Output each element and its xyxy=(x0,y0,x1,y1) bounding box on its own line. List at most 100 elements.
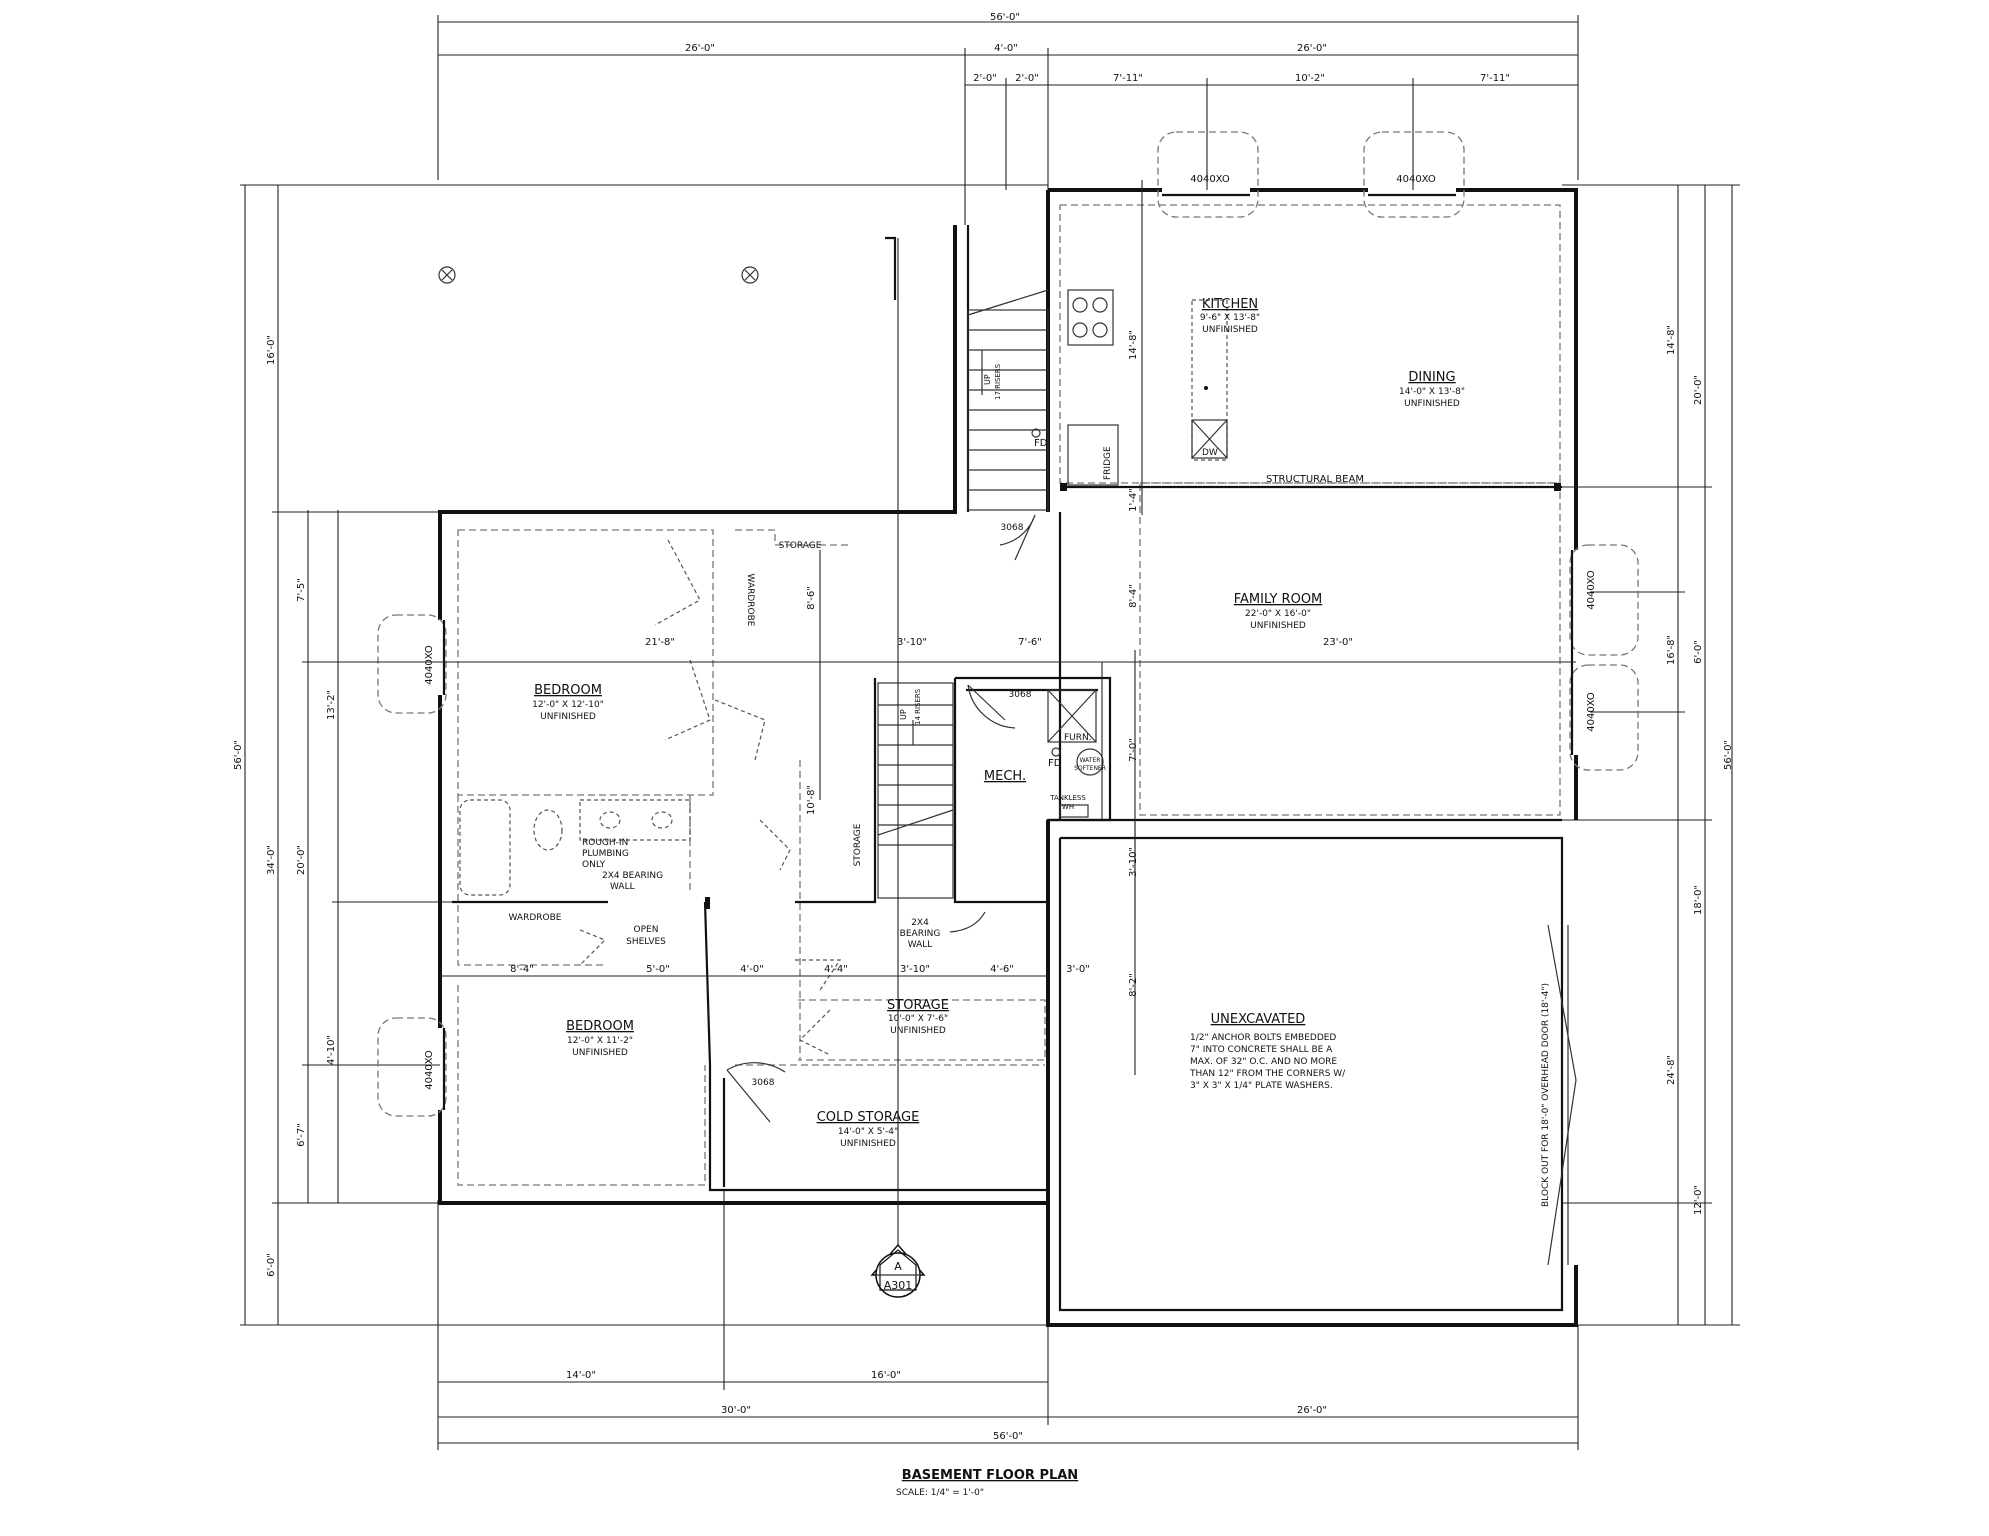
dim-right-20: 20'-0" xyxy=(1693,375,1704,405)
dim-top-10-2: 10'-2" xyxy=(1295,73,1325,84)
beam-post-left xyxy=(1060,483,1067,491)
dim-bot-26: 26'-0" xyxy=(1297,1405,1327,1416)
bedroom2-finish: UNFINISHED xyxy=(572,1048,628,1058)
room-bedroom-2: BEDROOM 12'-0" X 11'-2" UNFINISHED xyxy=(566,1019,634,1058)
dim-left-4-10: 4'-10" xyxy=(326,1035,337,1065)
bedroom1-size: 12'-0" X 12'-10" xyxy=(532,700,604,710)
left-dimensions: 56'-0" 16'-0" 34'-0" 6'-0" 20'-0" 13'-2"… xyxy=(233,184,1048,1326)
dim-int-4: 4'-0" xyxy=(740,964,764,975)
cold-finish: UNFINISHED xyxy=(840,1139,896,1149)
mech-name: MECH. xyxy=(984,769,1026,784)
room-dining: DINING 14'-0" X 13'-8" UNFINISHED xyxy=(1399,370,1465,409)
plan-title-block: BASEMENT FLOOR PLAN SCALE: 1/4" = 1'-0" xyxy=(896,1468,1078,1498)
dw-label: DW xyxy=(1202,448,1218,458)
unexcavated-note-4: THAN 12" FROM THE CORNERS W/ xyxy=(1189,1069,1346,1079)
dim-left-13-2: 13'-2" xyxy=(326,690,337,720)
dim-int-7: 7'-0" xyxy=(1128,738,1139,762)
bedroom1-finish: UNFINISHED xyxy=(540,712,596,722)
dim-right-18: 18'-0" xyxy=(1693,885,1704,915)
dim-int-4-6: 4'-6" xyxy=(990,964,1014,975)
dim-int-10-8: 10'-8" xyxy=(806,785,817,815)
section-sheet: A301 xyxy=(884,1279,913,1292)
dim-left-16: 16'-0" xyxy=(266,335,277,365)
dim-int-8-2: 8'-2" xyxy=(1128,973,1139,997)
window-label-family-2: 4040XO xyxy=(1586,692,1597,732)
dim-top-4: 4'-0" xyxy=(994,43,1018,54)
section-marker: A A301 xyxy=(870,238,926,1298)
dim-right-24-8: 24'-8" xyxy=(1666,1055,1677,1085)
dim-int-3-10c: 3'-10" xyxy=(1128,847,1139,877)
dim-bot-16: 16'-0" xyxy=(871,1370,901,1381)
bearing-wall-label-1b: WALL xyxy=(610,882,635,892)
dim-int-3-10a: 3'-10" xyxy=(897,637,927,648)
bath-fixtures xyxy=(459,799,710,909)
dim-left-7-5: 7'-5" xyxy=(296,578,307,602)
overhead-door: BLOCK OUT FOR 18'-0" OVERHEAD DOOR (18'-… xyxy=(1541,924,1577,1266)
tankless-label-1: TANKLESS xyxy=(1049,794,1086,802)
dim-top-overall: 56'-0" xyxy=(990,12,1020,23)
dim-left-56: 56'-0" xyxy=(233,740,244,770)
rough-in-label-2: PLUMBING xyxy=(582,849,629,859)
open-shelves-label-1: OPEN xyxy=(634,925,659,935)
exterior-markers xyxy=(438,236,897,300)
dashed-doors xyxy=(579,539,842,1056)
upper-stairs-risers: 17 RISERS xyxy=(994,363,1002,400)
fd-label-mech: FD xyxy=(1048,758,1062,769)
kitchen-size: 9'-6" X 13'-8" xyxy=(1200,313,1260,323)
dim-int-3-10b: 3'-10" xyxy=(900,964,930,975)
room-family: FAMILY ROOM 22'-0" X 16'-0" UNFINISHED xyxy=(1234,592,1323,631)
window-label-bedroom-2: 4040XO xyxy=(424,1050,435,1090)
doors: 3068 3068 3068 xyxy=(726,514,1036,1123)
dim-int-8-4a: 8'-4" xyxy=(510,964,534,975)
door-3068-stair: 3068 xyxy=(1001,523,1024,533)
dim-left-6: 6'-0" xyxy=(266,1253,277,1277)
door-3068-mech: 3068 xyxy=(1009,690,1032,700)
room-storage: STORAGE 10'-0" X 7'-6" UNFINISHED xyxy=(887,998,949,1036)
tankless-label-2: WH xyxy=(1062,803,1074,811)
window-label-family-1: 4040XO xyxy=(1586,570,1597,610)
unexcavated-note-5: 3" X 3" X 1/4" PLATE WASHERS. xyxy=(1190,1081,1333,1091)
dim-top-26-left: 26'-0" xyxy=(685,43,715,54)
dim-left-6-7: 6'-7" xyxy=(296,1123,307,1147)
bottom-dimensions: 14'-0" 16'-0" 30'-0" 26'-0" 56'-0" xyxy=(437,1190,1579,1450)
wardrobe-label-bedroom: WARDROBE xyxy=(745,574,755,627)
rough-in-label-1: ROUGH-IN xyxy=(582,838,628,848)
rough-in-label-3: ONLY xyxy=(582,860,606,870)
window-label-kitchen: 4040XO xyxy=(1190,174,1230,185)
unexcavated-note-2: 7" INTO CONCRETE SHALL BE A xyxy=(1190,1045,1333,1055)
dim-int-21-8: 21'-8" xyxy=(645,637,675,648)
dim-int-23: 23'-0" xyxy=(1323,637,1353,648)
plan-scale: SCALE: 1/4" = 1'-0" xyxy=(896,1488,984,1498)
dining-finish: UNFINISHED xyxy=(1404,399,1460,409)
dim-int-14-8: 14'-8" xyxy=(1128,330,1139,360)
bearing-wall-label-2c: WALL xyxy=(908,940,933,950)
door-3068-cold: 3068 xyxy=(752,1078,775,1088)
window-label-bedroom-1: 4040XO xyxy=(424,645,435,685)
dim-left-34: 34'-0" xyxy=(266,845,277,875)
dim-int-5: 5'-0" xyxy=(646,964,670,975)
dim-left-20: 20'-0" xyxy=(296,845,307,875)
windows: 4040XO 4040XO 4040XO 4040XO 4040XO 4040X… xyxy=(377,131,1639,1117)
storage-name: STORAGE xyxy=(887,998,949,1013)
unexcavated-note-1: 1/2" ANCHOR BOLTS EMBEDDED xyxy=(1190,1033,1336,1043)
dim-bot-30: 30'-0" xyxy=(721,1405,751,1416)
room-bedroom-1: BEDROOM 12'-0" X 12'-10" UNFINISHED xyxy=(532,683,604,722)
bearing-wall-label-2a: 2X4 xyxy=(911,918,929,928)
dim-int-8-4b: 8'-4" xyxy=(1128,584,1139,608)
water-softener-label-1: WATER xyxy=(1080,757,1101,764)
water-softener-label-2: SOFTENER xyxy=(1074,765,1106,772)
dim-top-2b: 2'-0" xyxy=(1015,73,1039,84)
dim-right-12: 12'-0" xyxy=(1693,1185,1704,1215)
family-name: FAMILY ROOM xyxy=(1234,592,1323,607)
dim-top-7-11b: 7'-11" xyxy=(1480,73,1510,84)
unexcavated-name: UNEXCAVATED xyxy=(1211,1012,1306,1027)
open-shelves-label-2: SHELVES xyxy=(626,937,666,947)
dim-int-4-4: 4'-4" xyxy=(824,964,848,975)
furn-label: FURN. xyxy=(1064,733,1092,743)
mech-fixtures xyxy=(1047,689,1104,818)
dim-bot-56: 56'-0" xyxy=(993,1431,1023,1442)
bearing-wall-label-2b: BEARING xyxy=(900,929,941,939)
lower-stairs-up: UP xyxy=(899,709,908,720)
dim-right-16-8: 16'-8" xyxy=(1666,635,1677,665)
lower-stairs: UP 14 RISERS xyxy=(877,682,954,899)
